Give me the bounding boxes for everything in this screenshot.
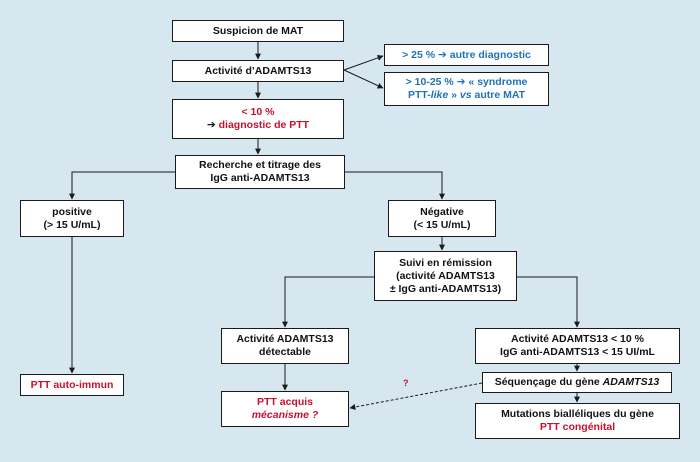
node-suspicion: Suspicion de MAT: [172, 20, 344, 42]
positive-line1: positive: [52, 205, 92, 218]
remission-line1: Suivi en rémission: [399, 256, 492, 269]
activity-label: Activité d’ADAMTS13: [204, 64, 312, 77]
edge-sequencing-acquired-dashed: [349, 382, 483, 410]
arrow-right-icon: ➔: [456, 76, 466, 88]
search-line1: Recherche et titrage des: [199, 159, 321, 171]
node-autoimmune: PTT auto-immun: [20, 374, 124, 396]
dashed-edge-label: ?: [403, 378, 409, 388]
node-detectable: Activité ADAMTS13 détectable: [221, 328, 349, 364]
arrow-right-icon: ➔: [438, 48, 447, 61]
range-text-vs: vs: [459, 89, 472, 101]
low-line2: IgG anti-ADAMTS13 < 15 UI/mL: [500, 346, 655, 358]
edge-remission-low: [517, 276, 580, 328]
remission-line2: (activité ADAMTS13: [396, 269, 495, 282]
negative-line2: (< 15 U/mL): [413, 218, 471, 231]
detectable-line2: détectable: [259, 346, 311, 358]
edge-activity-10-25: [343, 69, 384, 89]
search-line2: IgG anti-ADAMTS13: [210, 172, 310, 184]
mutations-line2: PTT congénital: [539, 421, 616, 433]
edge-remission-detectable: [282, 276, 374, 328]
range-text-b3: autre MAT: [471, 89, 526, 101]
node-mutations: Mutations bialléliques du gène PTT congé…: [475, 403, 680, 439]
remission-line3: ± IgG anti-ADAMTS13): [389, 282, 502, 295]
node-acquired: PTT acquis mécanisme ?: [221, 391, 349, 427]
sequencing-gene: ADAMTS13: [602, 376, 660, 388]
mutations-line1: Mutations bialléliques du gène: [501, 408, 654, 420]
low-line1: Activité ADAMTS13 < 10 %: [511, 333, 644, 345]
sequencing-text: Séquençage du gène: [494, 376, 603, 388]
arrow-right-icon: ➔: [206, 119, 216, 131]
edge-search-positive: [69, 171, 175, 200]
edge-activity-gt25: [343, 55, 384, 71]
node-remission: Suivi en rémission (activité ADAMTS13 ± …: [374, 251, 517, 301]
positive-line2: (> 15 U/mL): [43, 218, 101, 231]
lt10-value: < 10 %: [241, 106, 275, 118]
range-text-a: « syndrome: [468, 76, 528, 88]
node-adamts13-activity: Activité d’ADAMTS13: [172, 60, 344, 82]
range-text-b2: »: [448, 89, 460, 101]
negative-line1: Négative: [420, 205, 464, 218]
lt10-text: diagnostic de PTT: [218, 119, 310, 131]
gt25-text: autre diagnostic: [449, 48, 531, 61]
edge-search-negative: [345, 171, 445, 200]
node-result-10-25: > 10-25 % ➔ « syndrome PTT-like » vs aut…: [384, 72, 549, 106]
detectable-line1: Activité ADAMTS13: [236, 333, 334, 345]
range-text-like: like: [430, 89, 449, 101]
node-result-gt25: > 25 % ➔ autre diagnostic: [384, 44, 549, 66]
node-result-lt10: < 10 % ➔ diagnostic de PTT: [172, 99, 344, 139]
node-sequencing: Séquençage du gène ADAMTS13: [482, 372, 672, 393]
gt25-value: > 25 %: [402, 48, 436, 61]
autoimmune-label: PTT auto-immun: [30, 378, 114, 391]
node-low-activity: Activité ADAMTS13 < 10 % IgG anti-ADAMTS…: [475, 328, 680, 364]
acquired-line2: mécanisme ?: [251, 409, 319, 421]
suspicion-label: Suspicion de MAT: [212, 24, 304, 37]
range-text-b1: PTT-: [407, 89, 431, 101]
acquired-line1: PTT acquis: [256, 396, 313, 408]
node-antibody-search: Recherche et titrage des IgG anti-ADAMTS…: [175, 155, 345, 189]
range-value: > 10-25 %: [405, 76, 454, 88]
node-negative: Négative (< 15 U/mL): [388, 200, 496, 237]
node-positive: positive (> 15 U/mL): [20, 200, 124, 237]
